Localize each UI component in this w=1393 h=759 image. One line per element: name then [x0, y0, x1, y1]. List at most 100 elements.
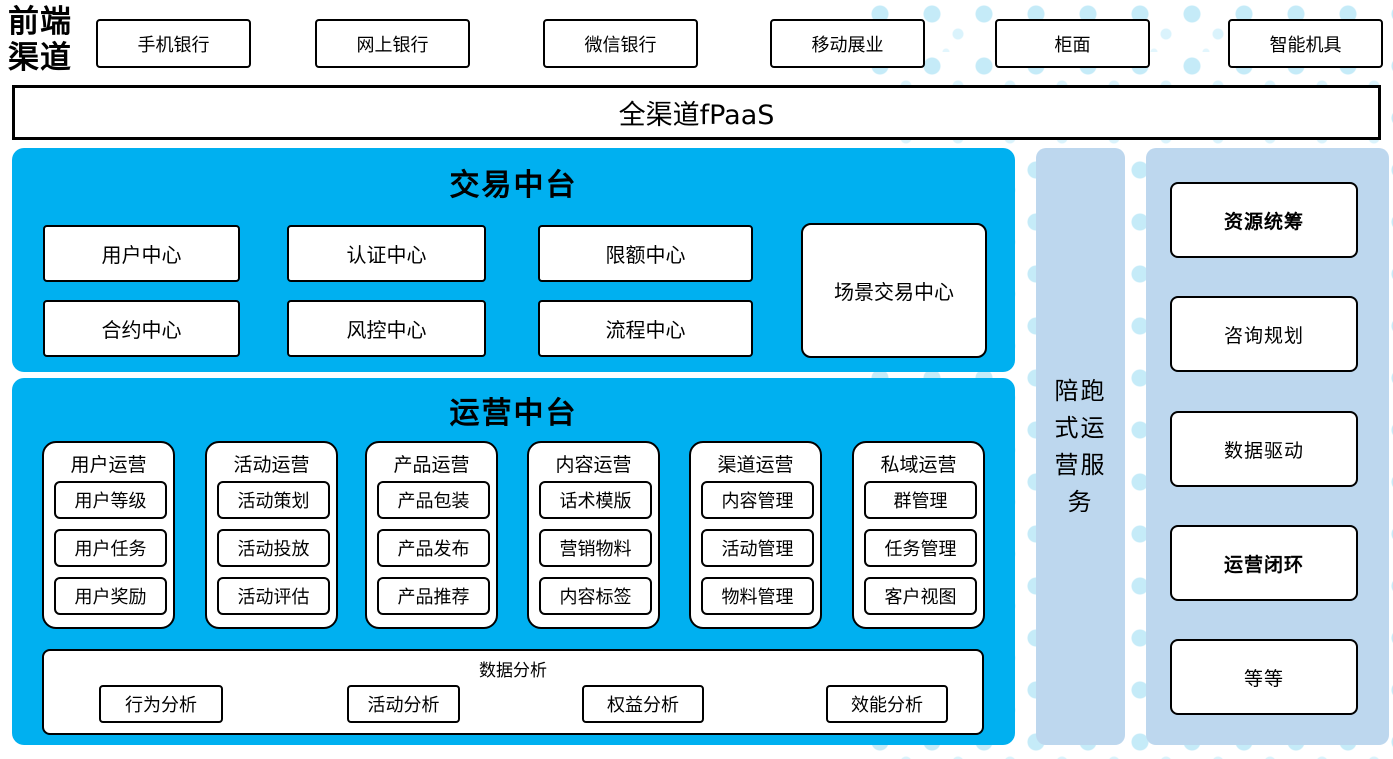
channel-label: 微信银行: [584, 34, 657, 56]
center-box-scene-trade: 场景交易中心: [801, 223, 987, 358]
ops-column-content-ops: 内容运营 话术模版 营销物料 内容标签: [527, 441, 660, 629]
channel-label: 智能机具: [1269, 34, 1342, 56]
channel-box-wechat-banking: 微信银行: [543, 19, 698, 68]
ops-item-label: 用户等级: [74, 491, 147, 512]
ops-item: 用户等级: [54, 481, 167, 519]
center-box-risk: 风控中心: [287, 300, 486, 357]
fpaas-bar: 全渠道fPaaS: [12, 85, 1381, 140]
trade-platform-title: 交易中台: [449, 168, 578, 203]
channel-label: 移动展业: [811, 34, 884, 56]
ops-item: 产品推荐: [377, 577, 490, 615]
ops-item: 任务管理: [864, 529, 977, 567]
fpaas-label: 全渠道fPaaS: [618, 100, 775, 131]
service-box-etc: 等等: [1170, 639, 1358, 715]
analytics-item: 活动分析: [347, 685, 460, 723]
ops-column-channel-ops: 渠道运营 内容管理 活动管理 物料管理: [689, 441, 822, 629]
analytics-item: 行为分析: [99, 685, 223, 723]
ops-column-title: 用户运营: [70, 454, 147, 476]
ops-item-label: 产品发布: [397, 539, 470, 560]
channel-box-online-banking: 网上银行: [315, 19, 470, 68]
channel-label: 柜面: [1054, 34, 1091, 56]
ops-column-title: 活动运营: [233, 454, 310, 476]
center-label: 用户中心: [101, 243, 182, 267]
ops-item: 内容管理: [701, 481, 814, 519]
analytics-item-label: 活动分析: [367, 695, 440, 716]
center-box-contract: 合约中心: [43, 300, 240, 357]
center-box-process: 流程中心: [538, 300, 753, 357]
center-label: 合约中心: [101, 318, 182, 342]
center-label: 流程中心: [605, 318, 686, 342]
ops-item: 产品包装: [377, 481, 490, 519]
ops-item: 用户任务: [54, 529, 167, 567]
channel-box-smart-devices: 智能机具: [1228, 19, 1383, 68]
ops-item: 物料管理: [701, 577, 814, 615]
service-box-label: 数据驱动: [1223, 439, 1304, 462]
ops-platform-title: 运营中台: [449, 396, 578, 431]
channel-box-mobile-banking: 手机银行: [96, 19, 251, 68]
center-box-limit: 限额中心: [538, 225, 753, 282]
accompany-ops-service-bar: 陪跑式运营服务: [1036, 148, 1125, 745]
ops-item-label: 群管理: [893, 491, 948, 512]
ops-column-activity-ops: 活动运营 活动策划 活动投放 活动评估: [205, 441, 338, 629]
analytics-item: 效能分析: [826, 685, 948, 723]
ops-item-label: 内容管理: [721, 491, 794, 512]
ops-column-title: 产品运营: [393, 454, 470, 476]
center-box-auth: 认证中心: [287, 225, 486, 282]
ops-item-label: 任务管理: [884, 539, 957, 560]
ops-item-label: 活动管理: [721, 539, 794, 560]
ops-column-title: 内容运营: [555, 454, 632, 476]
accompany-ops-service-label: 陪跑式运营服务: [1054, 376, 1107, 516]
service-box-label: 运营闭环: [1223, 553, 1304, 576]
channel-box-counter: 柜面: [995, 19, 1150, 68]
center-label: 风控中心: [346, 318, 427, 342]
ops-item-label: 用户任务: [74, 539, 147, 560]
trade-platform-section: 交易中台 用户中心 认证中心 限额中心 合约中心 风控中心 流程中心 场景交易中…: [12, 148, 1015, 372]
service-box-label: 资源统筹: [1223, 210, 1304, 233]
center-label: 认证中心: [346, 243, 427, 267]
ops-item: 活动策划: [217, 481, 330, 519]
ops-item: 活动投放: [217, 529, 330, 567]
ops-item-label: 用户奖励: [74, 587, 147, 608]
analytics-item: 权益分析: [582, 685, 704, 723]
ops-item: 产品发布: [377, 529, 490, 567]
ops-item: 内容标签: [539, 577, 652, 615]
ops-item-label: 活动评估: [237, 587, 310, 608]
data-analytics-title: 数据分析: [479, 661, 547, 681]
ops-item-label: 话术模版: [559, 491, 632, 512]
ops-item-label: 活动投放: [237, 539, 310, 560]
analytics-item-label: 权益分析: [607, 695, 679, 716]
ops-column-private-domain-ops: 私域运营 群管理 任务管理 客户视图: [852, 441, 985, 629]
ops-item-label: 产品推荐: [397, 587, 470, 608]
ops-item: 用户奖励: [54, 577, 167, 615]
channel-box-mobile-sales: 移动展业: [770, 19, 925, 68]
service-box-label: 咨询规划: [1223, 324, 1304, 347]
center-label: 场景交易中心: [834, 280, 954, 304]
ops-item-label: 活动策划: [237, 491, 310, 512]
analytics-item-label: 效能分析: [851, 695, 923, 716]
data-analytics-panel: 数据分析 行为分析 活动分析 权益分析 效能分析: [42, 649, 984, 735]
ops-item-label: 营销物料: [559, 539, 632, 560]
ops-item-label: 内容标签: [559, 587, 632, 608]
center-box-user: 用户中心: [43, 225, 240, 282]
center-label: 限额中心: [605, 243, 686, 267]
ops-item: 话术模版: [539, 481, 652, 519]
ops-item: 客户视图: [864, 577, 977, 615]
ops-column-title: 渠道运营: [717, 454, 794, 476]
service-box-consulting: 咨询规划: [1170, 296, 1358, 372]
service-box-label: 等等: [1243, 667, 1284, 690]
ops-item: 营销物料: [539, 529, 652, 567]
channel-label: 手机银行: [137, 34, 210, 56]
service-panel: 资源统筹 咨询规划 数据驱动 运营闭环 等等: [1146, 148, 1389, 745]
analytics-item-label: 行为分析: [125, 695, 197, 716]
ops-item: 活动评估: [217, 577, 330, 615]
service-box-data-driven: 数据驱动: [1170, 411, 1358, 487]
front-channels-label: 前端渠道: [8, 4, 72, 76]
ops-column-user-ops: 用户运营 用户等级 用户任务 用户奖励: [42, 441, 175, 629]
ops-column-product-ops: 产品运营 产品包装 产品发布 产品推荐: [365, 441, 498, 629]
ops-column-title: 私域运营: [880, 454, 957, 476]
ops-item: 活动管理: [701, 529, 814, 567]
ops-item-label: 物料管理: [721, 587, 794, 608]
ops-item-label: 客户视图: [884, 587, 957, 608]
channel-label: 网上银行: [356, 34, 429, 56]
